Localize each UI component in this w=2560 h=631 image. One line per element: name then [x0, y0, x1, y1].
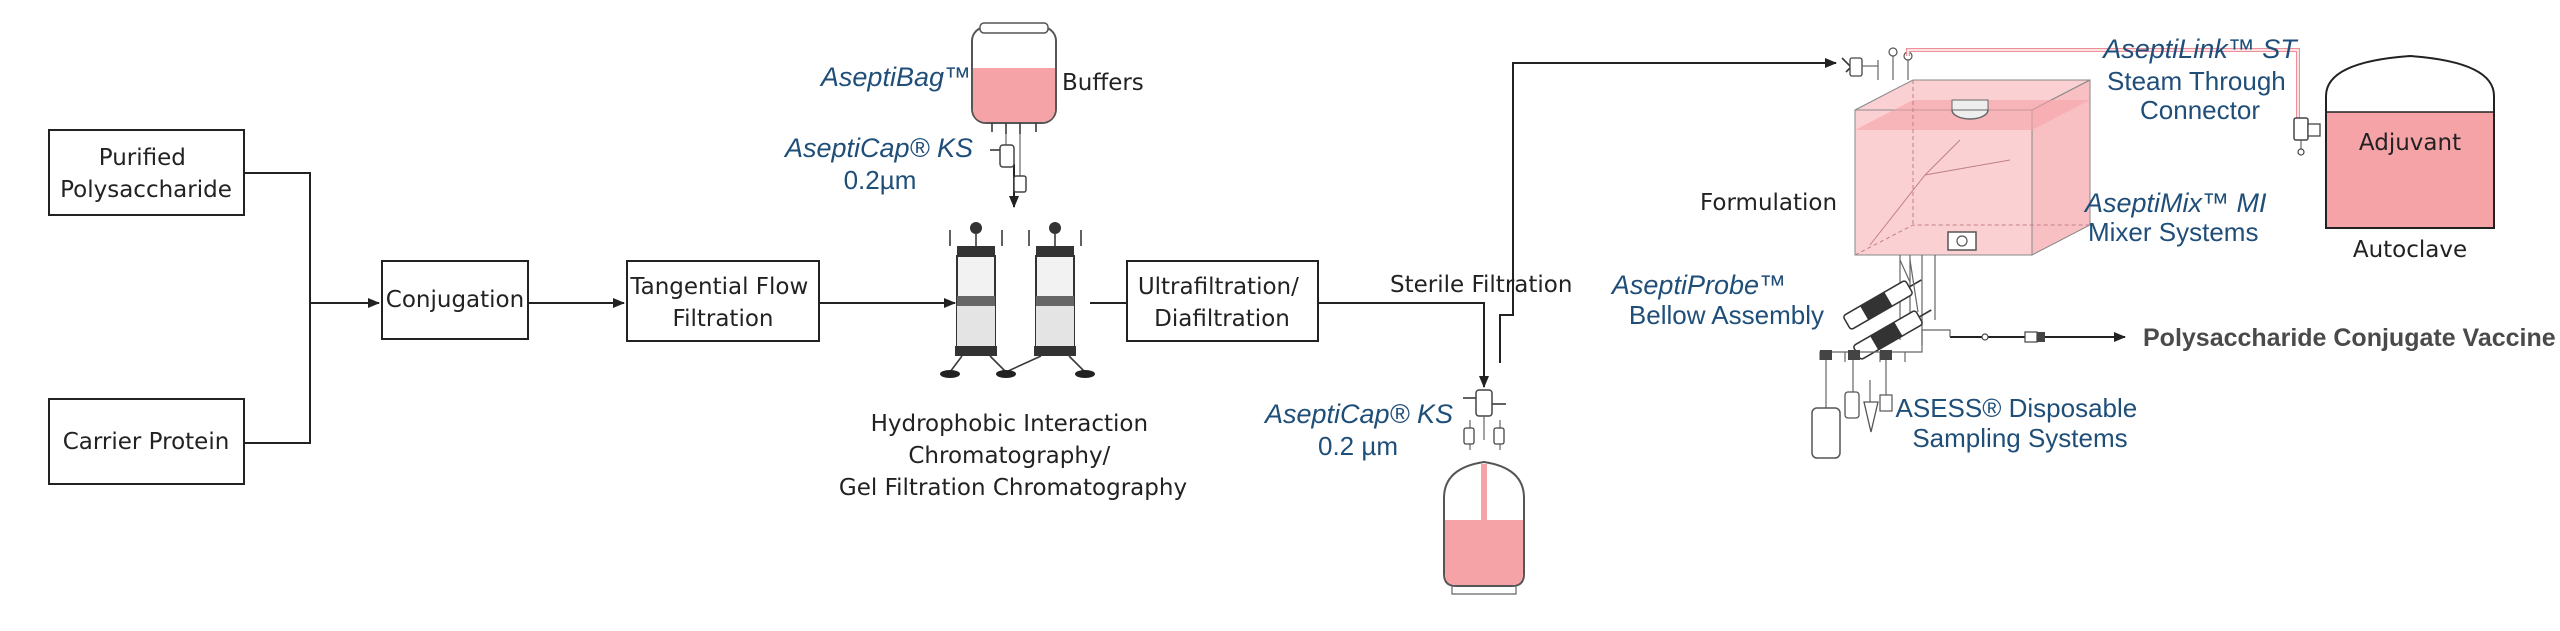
- bag-icon: [971, 22, 1057, 134]
- probe-icon: [1843, 259, 1932, 360]
- label-asepticap-bottom-rating: 0.2 µm: [1318, 431, 1398, 461]
- output-line-fittings: [1981, 331, 2045, 343]
- label-asepticap-top-rating: 0.2µm: [844, 165, 917, 195]
- label-aseptiprobe: AseptiProbe™: [1610, 270, 1786, 300]
- label-asepticap-top: AseptiCap® KS: [783, 133, 973, 163]
- steam-connector-icon: [2293, 117, 2321, 156]
- label-aseptibag: AseptiBag™: [819, 62, 971, 92]
- node-tff-label: Tangential Flow Filtration: [629, 274, 815, 332]
- label-aseptimix: AseptiMix™ MI: [2083, 188, 2267, 218]
- node-ufdf: Ultrafiltration/ Diafiltration: [1126, 260, 1319, 342]
- filter-capsule-icon-bottom: [1463, 389, 1506, 450]
- label-output-vaccine: Polysaccharide Conjugate Vaccine: [2143, 324, 2556, 352]
- filter-capsule-icon-tank: [1841, 57, 1878, 77]
- connectors: [244, 58, 2126, 444]
- autoclave-vessel-icon: [2325, 54, 2495, 229]
- node-conjugation: Conjugation: [381, 260, 529, 340]
- label-aseptilink-desc: Steam Through Connector: [2107, 66, 2293, 125]
- label-aseptimix-desc: Mixer Systems: [2088, 217, 2258, 247]
- label-autoclave: Autoclave: [2353, 237, 2467, 263]
- node-carrier-protein: Carrier Protein: [48, 398, 245, 485]
- node-conjugation-label: Conjugation: [386, 287, 524, 313]
- label-buffers: Buffers: [1062, 70, 1144, 96]
- label-formulation: Formulation: [1700, 190, 1837, 216]
- node-purified-polysaccharide-label: Purified Polysaccharide: [60, 145, 232, 203]
- label-aseptiprobe-desc: Bellow Assembly: [1629, 300, 1824, 330]
- bottle-icon: [1443, 460, 1525, 595]
- label-adjuvant: Adjuvant: [2359, 130, 2461, 156]
- chromatography-column-icon: [940, 222, 1095, 378]
- edge-bottle-to-formulation: [1499, 58, 1837, 363]
- node-carrier-protein-label: Carrier Protein: [63, 429, 230, 455]
- label-hic-gfc: Hydrophobic Interaction Chromatography/ …: [839, 411, 1187, 501]
- mixer-tank-icon: [1854, 47, 2091, 345]
- label-sterile-filtration: Sterile Filtration: [1390, 272, 1572, 298]
- node-ufdf-label: Ultrafiltration/ Diafiltration: [1138, 274, 1306, 332]
- edge-polysaccharide-merge: [244, 172, 311, 444]
- node-purified-polysaccharide: Purified Polysaccharide: [48, 129, 245, 216]
- label-aseptilink: AseptiLink™ ST: [2101, 34, 2299, 64]
- label-asepticap-bottom: AseptiCap® KS: [1263, 399, 1453, 429]
- edge-ufdf-to-filter: [1318, 302, 1489, 388]
- filter-capsule-icon-top: [990, 134, 1027, 193]
- label-asess: ASESS® Disposable Sampling Systems: [1896, 393, 2145, 453]
- sampling-bottle-icon: [1811, 345, 1923, 459]
- node-tff: Tangential Flow Filtration: [626, 260, 820, 342]
